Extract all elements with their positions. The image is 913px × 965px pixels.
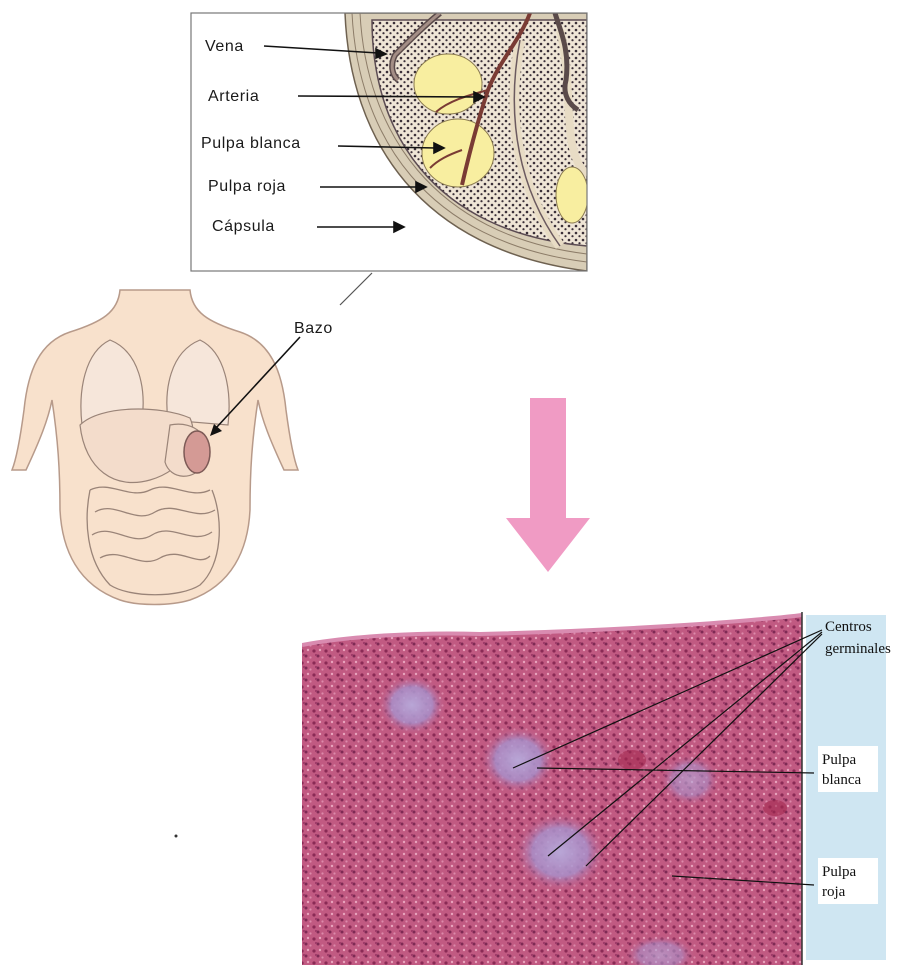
- label-capsula: Cápsula: [212, 218, 275, 235]
- spleen-detail-inset: Vena Arteria Pulpa blanca Pulpa roja Cáp…: [191, 13, 588, 271]
- inset-connector-line: [340, 273, 372, 305]
- tissue-section: [302, 615, 802, 965]
- label-arteria: Arteria: [208, 88, 259, 105]
- label-bazo: Bazo: [294, 320, 333, 337]
- white-pulp-nodule: [556, 167, 588, 223]
- stray-dot: [175, 835, 178, 838]
- germinal-center: [514, 812, 606, 892]
- spleen-organ: [184, 431, 210, 473]
- label-pulpa-blanca: Pulpa blanca: [201, 135, 301, 152]
- label-pulpa-roja: Pulpa roja: [208, 178, 286, 195]
- spleen-micrograph: Centros germinales Pulpa blanca Pulpa ro…: [302, 612, 913, 965]
- germinal-center: [480, 726, 556, 794]
- germinal-center: [378, 675, 446, 735]
- label-vena: Vena: [205, 38, 244, 55]
- germinal-center: [660, 754, 720, 806]
- white-pulp-nodule: [422, 119, 494, 187]
- transition-arrow: [506, 398, 590, 572]
- torso-illustration: Bazo: [12, 290, 333, 605]
